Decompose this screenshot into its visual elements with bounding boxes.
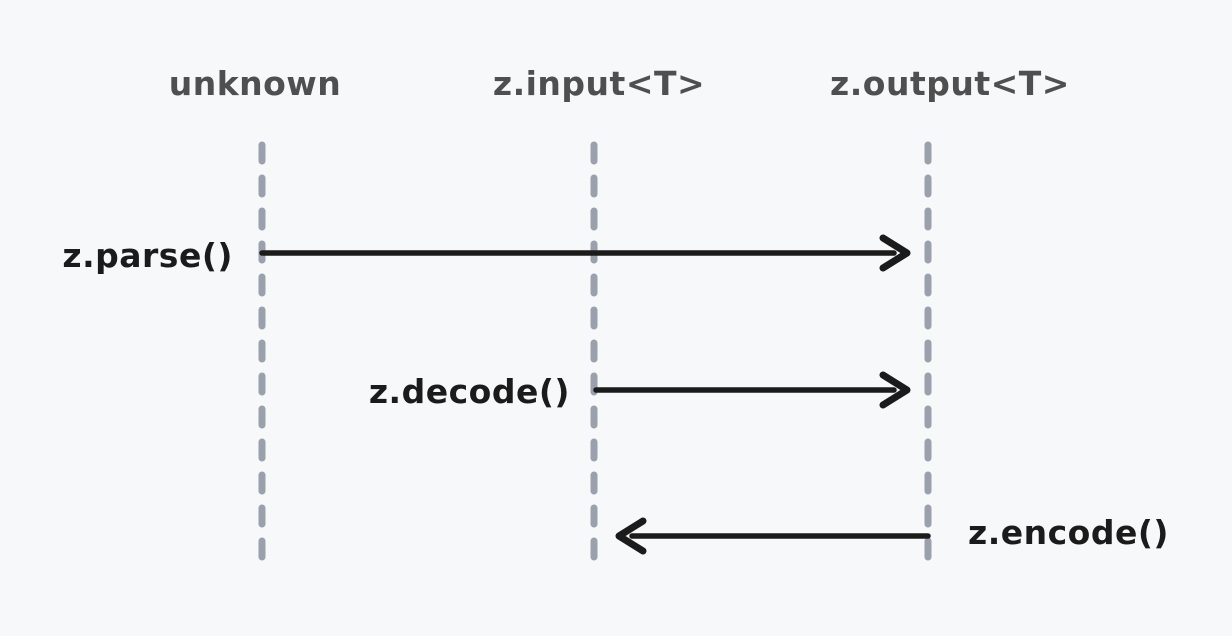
message-label-decode: z.decode() xyxy=(368,372,570,411)
actor-label-input: z.input<T> xyxy=(492,64,706,103)
decode-arrow-head xyxy=(879,371,911,409)
message-label-parse: z.parse() xyxy=(62,236,233,275)
actor-label-unknown: unknown xyxy=(168,64,342,103)
message-label-encode: z.encode() xyxy=(968,513,1170,552)
encode-arrow-head xyxy=(615,517,647,555)
parse-arrow-head xyxy=(879,234,911,272)
actor-label-output: z.output<T> xyxy=(830,64,1070,103)
